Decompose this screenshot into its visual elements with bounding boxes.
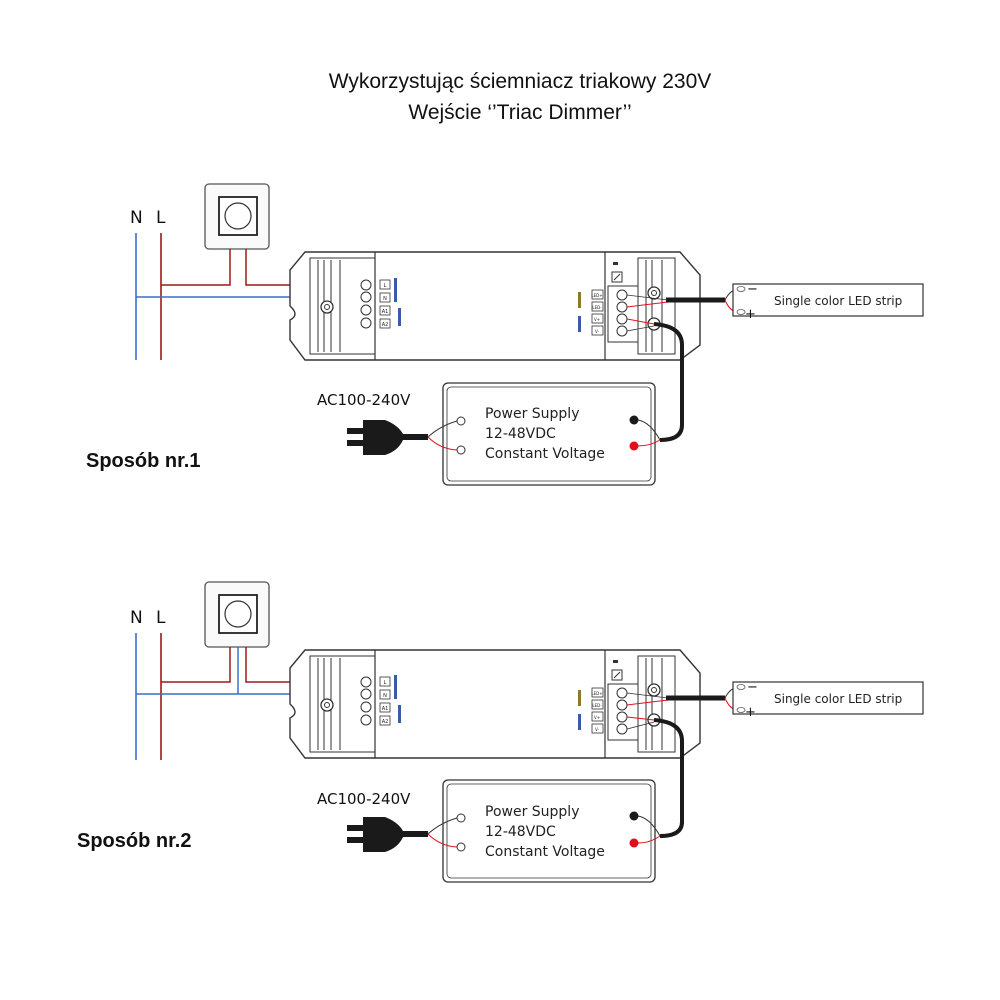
ac-input-label: AC100-240V	[317, 790, 411, 808]
triac-controller: L N A1 A2	[289, 649, 701, 759]
wiring-diagram-2: N L L	[130, 581, 924, 883]
terminal-v-plus: V+	[594, 317, 600, 322]
terminal-l: L	[384, 283, 387, 289]
output-terminals: LED+ LED- V+ V-	[578, 687, 604, 734]
dc-power-cable	[653, 322, 684, 442]
terminal-led-minus: LED-	[592, 305, 602, 310]
ac-input-label: AC100-240V	[317, 391, 411, 409]
psu-input-terminal-icon	[456, 416, 466, 426]
triac-controller: L N A1 A2	[289, 251, 701, 361]
terminal-l: L	[384, 680, 387, 686]
live-label: L	[156, 608, 166, 628]
triac-dimmer	[204, 581, 270, 648]
input-terminals: L N A1 A2	[379, 278, 401, 329]
ac-plug-icon	[347, 817, 458, 852]
led-minus-sign: −	[747, 680, 758, 695]
psu-negative-terminal-icon	[629, 415, 639, 425]
psu-title: Power Supply	[485, 406, 580, 422]
dimmer-knob-icon	[224, 600, 252, 628]
terminal-n: N	[383, 693, 387, 699]
terminal-led-minus: LED-	[592, 703, 602, 708]
output-terminals: LED+ LED- V+ V-	[578, 289, 604, 336]
psu-voltage: 12-48VDC	[485, 426, 556, 442]
psu-input-terminal-icon	[456, 813, 466, 823]
power-supply: AC100-240V Power Supply 12-48VDC Constan…	[317, 382, 661, 486]
live-to-dimmer-wire	[161, 647, 231, 683]
terminal-v-minus: V-	[595, 329, 600, 334]
terminal-a2: A2	[382, 322, 389, 328]
led-strip: − + Single color LED strip	[732, 282, 924, 322]
triac-dimmer	[204, 183, 270, 250]
ac-plug-icon	[347, 420, 458, 455]
psu-type: Constant Voltage	[485, 844, 605, 860]
diagram-title-line-2: Wejście ‘’Triac Dimmer’’	[408, 101, 632, 124]
psu-negative-terminal-icon	[629, 811, 639, 821]
terminal-led-plus: LED+	[591, 293, 602, 298]
led-plus-sign: +	[745, 705, 756, 720]
neutral-label: N	[130, 608, 143, 628]
psu-positive-terminal-icon	[629, 441, 639, 451]
led-strip-label: Single color LED strip	[774, 692, 902, 706]
terminal-a1: A1	[382, 309, 389, 315]
led-strip-label: Single color LED strip	[774, 294, 902, 308]
terminal-v-minus: V-	[595, 727, 600, 732]
wiring-diagram-1: N L	[130, 183, 924, 486]
psu-title: Power Supply	[485, 804, 580, 820]
live-to-dimmer-wire	[161, 249, 231, 286]
psu-voltage: 12-48VDC	[485, 824, 556, 840]
led-minus-sign: −	[747, 282, 758, 297]
live-label: L	[156, 208, 166, 228]
terminal-n: N	[383, 296, 387, 302]
neutral-label: N	[130, 208, 143, 228]
power-supply: AC100-240V Power Supply 12-48VDC Constan…	[317, 779, 661, 883]
dimmer-knob-icon	[224, 202, 252, 230]
dc-power-cable	[653, 718, 684, 838]
psu-input-terminal-icon	[456, 445, 466, 455]
method-label-2: Sposób nr.2	[77, 830, 192, 852]
terminal-led-plus: LED+	[591, 691, 602, 696]
terminal-v-plus: V+	[594, 715, 600, 720]
psu-type: Constant Voltage	[485, 446, 605, 462]
led-plus-sign: +	[745, 307, 756, 322]
method-label-1: Sposób nr.1	[86, 450, 201, 472]
diagram-title-line-1: Wykorzystując ściemniacz triakowy 230V	[328, 70, 712, 93]
psu-input-terminal-icon	[456, 842, 466, 852]
psu-positive-terminal-icon	[629, 838, 639, 848]
terminal-a1: A1	[382, 706, 389, 712]
terminal-a2: A2	[382, 719, 389, 725]
led-strip: − + Single color LED strip	[732, 680, 924, 720]
input-terminals: L N A1 A2	[379, 675, 401, 726]
